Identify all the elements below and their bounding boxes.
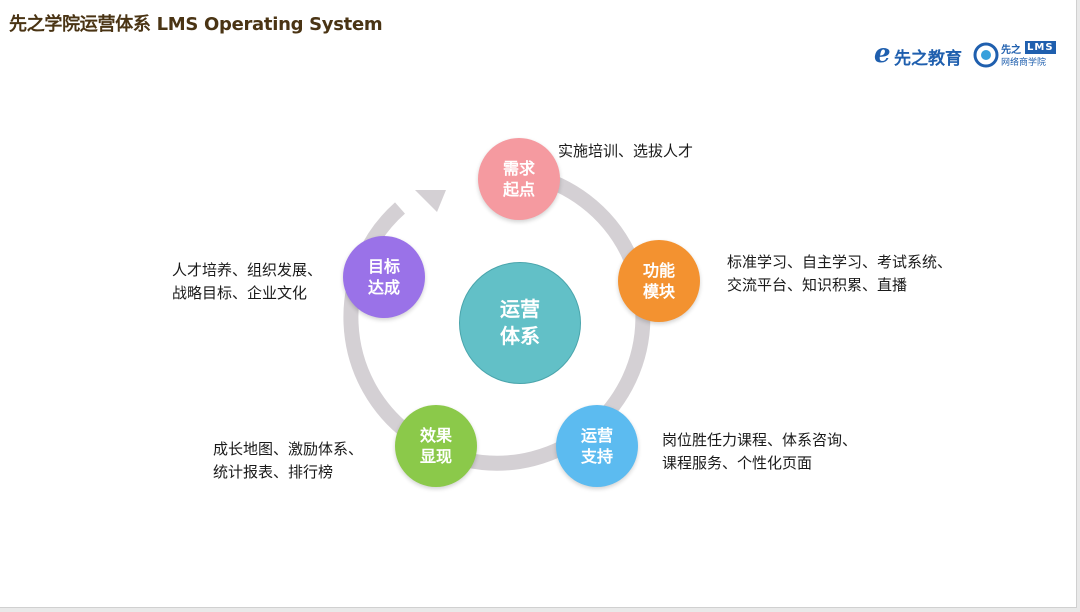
node-function-modules: 功能模块 — [618, 240, 700, 322]
desc-line: 成长地图、激励体系、 — [213, 440, 364, 458]
swirl-logo-icon — [973, 42, 999, 68]
lms-badge: LMS — [1025, 41, 1056, 54]
cycle-arrowhead — [415, 190, 446, 212]
desc-line: 人才培养、组织发展、 — [172, 261, 323, 279]
brand2-name: 先之 — [1001, 45, 1021, 56]
desc-demand-start: 实施培训、选拔人才 — [558, 140, 693, 163]
center-node-operating-system: 运营体系 — [459, 262, 581, 384]
page-title: 先之学院运营体系 LMS Operating System — [9, 14, 383, 35]
brand2-subtitle: 网络商学院 — [1001, 58, 1047, 68]
node-label: 功能模块 — [642, 261, 675, 301]
node-label: 需求起点 — [502, 159, 535, 199]
desc-line: 岗位胜任力课程、体系咨询、 — [662, 431, 858, 449]
e-logo-icon: e — [874, 39, 891, 69]
desc-line: 统计报表、排行榜 — [213, 463, 334, 481]
center-node-label: 运营体系 — [500, 297, 540, 348]
desc-operation-support: 岗位胜任力课程、体系咨询、 课程服务、个性化页面 — [662, 429, 857, 475]
node-effect-visible: 效果显现 — [395, 405, 477, 487]
desc-function-modules: 标准学习、自主学习、考试系统、 交流平台、知识积累、直播 — [727, 251, 952, 297]
desc-effect-visible: 成长地图、激励体系、 统计报表、排行榜 — [213, 438, 363, 484]
cycle-arc — [343, 167, 651, 471]
desc-goal-achieved: 人才培养、组织发展、 战略目标、企业文化 — [172, 259, 322, 305]
node-label: 目标达成 — [367, 257, 400, 297]
desc-line: 课程服务、个性化页面 — [662, 454, 813, 472]
desc-line: 标准学习、自主学习、考试系统、 — [727, 253, 953, 271]
node-operation-support: 运营支持 — [556, 405, 638, 487]
node-demand-start: 需求起点 — [478, 138, 560, 220]
desc-line: 战略目标、企业文化 — [172, 284, 308, 302]
desc-line: 交流平台、知识积累、直播 — [727, 276, 908, 294]
node-label: 效果显现 — [419, 426, 452, 466]
brand-logo: e 先之教育 先之 LMS 网络商学院 — [874, 41, 1060, 69]
brand-name: 先之教育 — [894, 49, 962, 69]
desc-line: 实施培训、选拔人才 — [558, 142, 694, 160]
node-label: 运营支持 — [580, 426, 613, 466]
node-goal-achieved: 目标达成 — [343, 236, 425, 318]
